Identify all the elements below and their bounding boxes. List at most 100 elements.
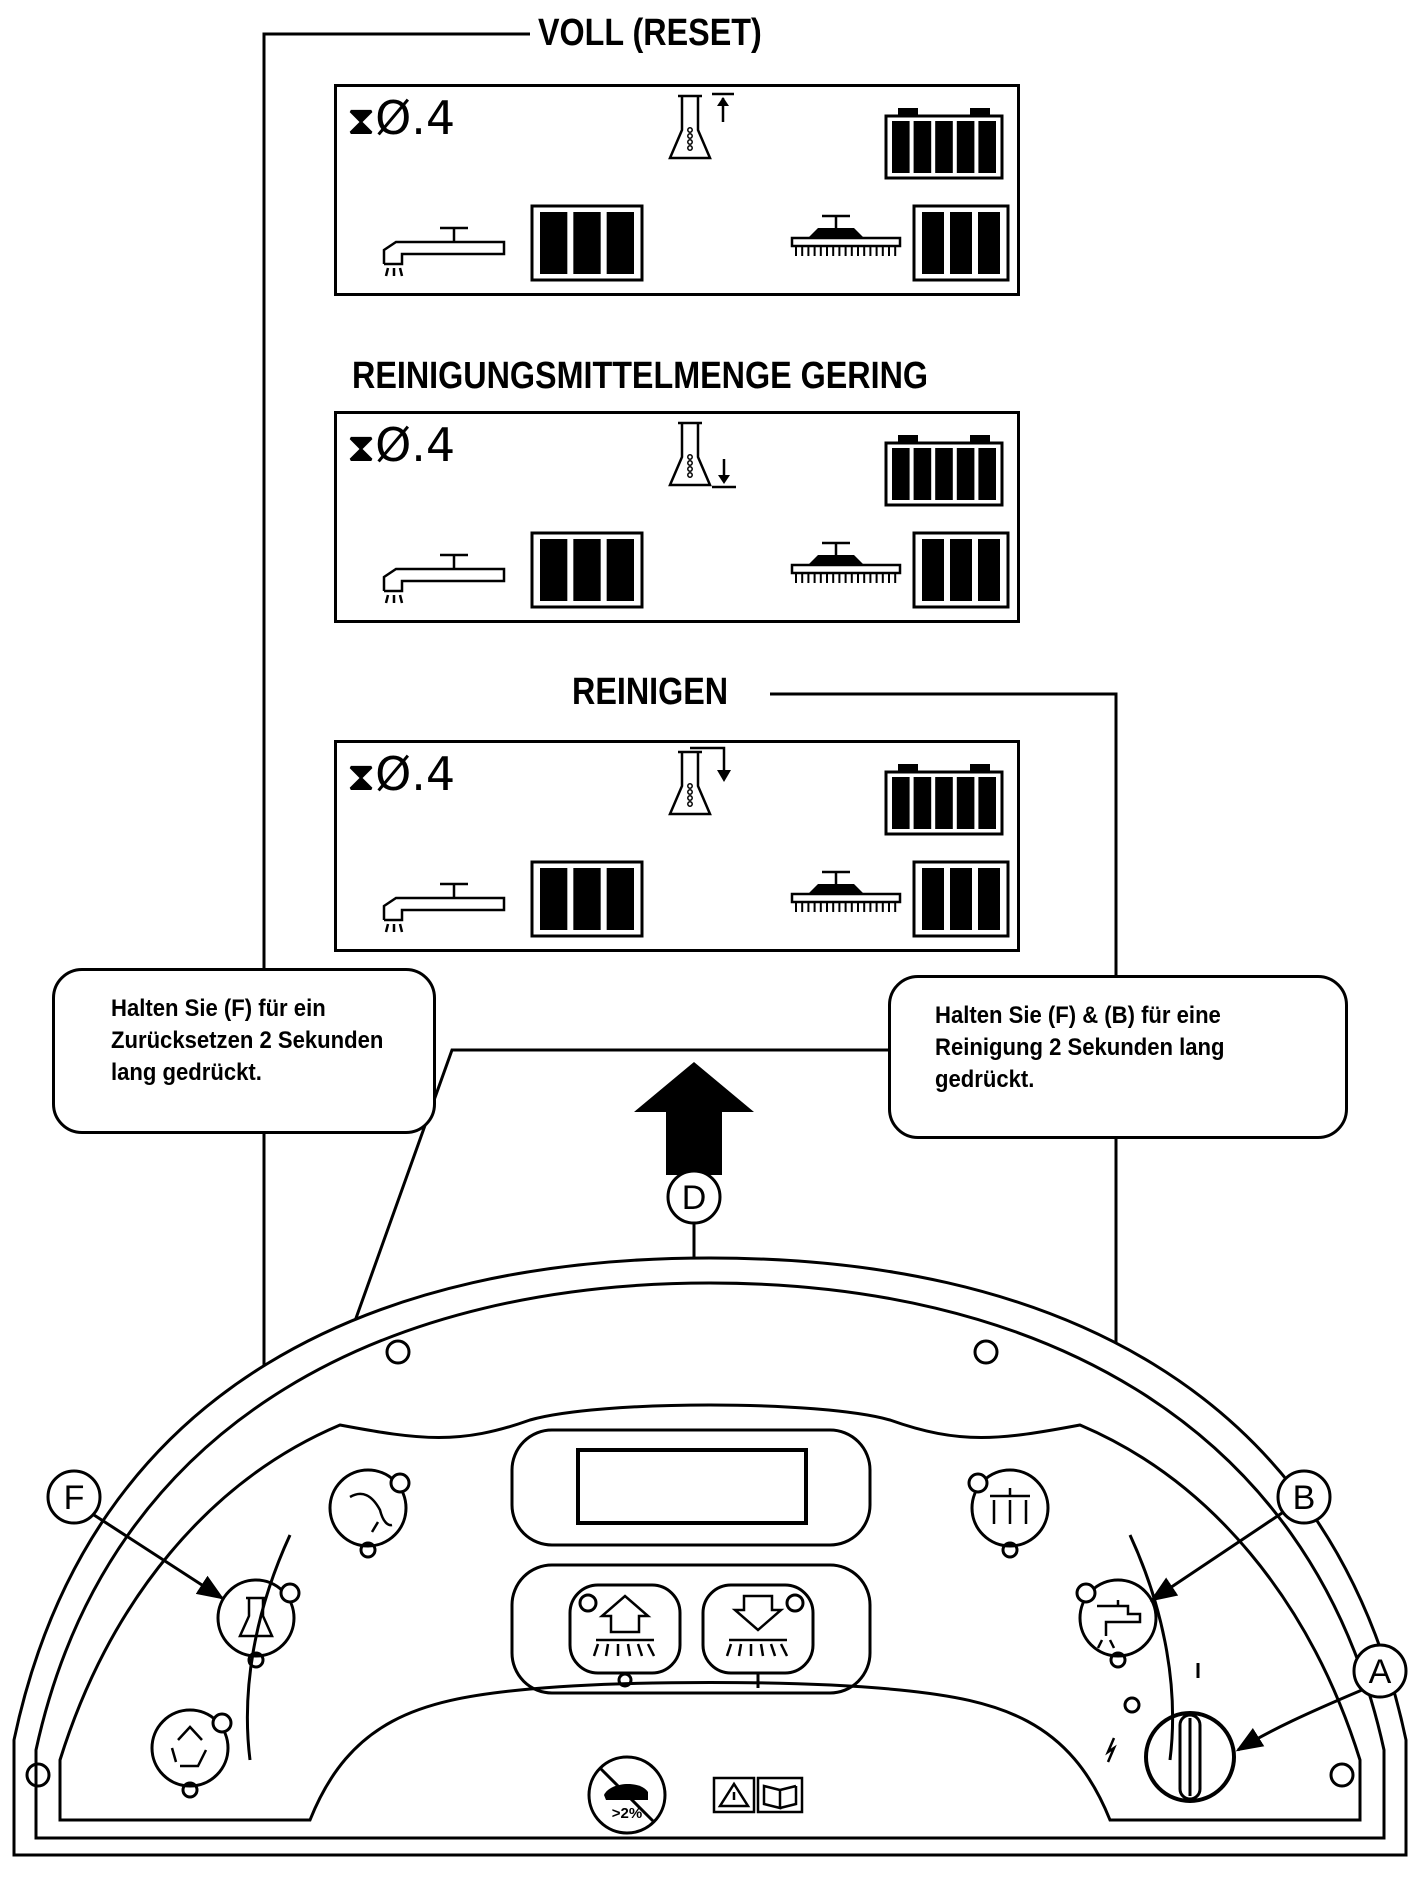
brush-bar bbox=[978, 868, 1000, 930]
battery-bar bbox=[892, 121, 910, 173]
battery-bar bbox=[935, 121, 953, 173]
brush-bristles bbox=[795, 246, 897, 256]
heading-low-detergent: REINIGUNGSMITTELMENGE GERING bbox=[352, 355, 929, 397]
detergent-bubble bbox=[687, 460, 693, 466]
detergent-bubble bbox=[687, 472, 693, 478]
brush-down-icon bbox=[725, 1594, 789, 1657]
brush-bristles bbox=[795, 902, 897, 912]
water-faucet-icon bbox=[382, 226, 506, 277]
detergent-bubble bbox=[687, 145, 693, 151]
elapsed-time: ⧗Ø.4 bbox=[347, 747, 456, 801]
label-b-circle bbox=[1276, 1469, 1332, 1525]
no-slope-icon bbox=[587, 1755, 667, 1835]
squeegee-icon bbox=[349, 1492, 393, 1533]
elapsed-time: ⧗Ø.4 bbox=[347, 418, 456, 472]
water-bar bbox=[606, 212, 634, 274]
battery-terminal bbox=[970, 108, 990, 116]
label-a-circle bbox=[1352, 1643, 1408, 1699]
elapsed-time: ⧗Ø.4 bbox=[347, 91, 456, 145]
battery-bar bbox=[978, 121, 996, 173]
label-a: A bbox=[1369, 1653, 1392, 1691]
detergent-flask-icon bbox=[668, 421, 712, 487]
brush-bar bbox=[922, 212, 944, 274]
water-bar bbox=[573, 212, 601, 274]
water-bar bbox=[540, 539, 568, 601]
brush-bar bbox=[950, 212, 972, 274]
callout-purge: Halten Sie (F) & (B) für eine Reinigung … bbox=[888, 975, 1348, 1139]
battery-terminal bbox=[970, 435, 990, 443]
no-slope-label: >2% bbox=[612, 1805, 642, 1822]
detergent-low-arrow bbox=[718, 475, 730, 484]
battery-bar bbox=[978, 448, 996, 500]
battery-bar bbox=[956, 448, 975, 500]
heading-purge: REINIGEN bbox=[572, 671, 729, 713]
brush-deck-icon bbox=[822, 541, 850, 555]
battery-bar bbox=[913, 121, 932, 173]
key-switch-icon bbox=[1105, 1737, 1117, 1763]
warning-manual-icon bbox=[712, 1776, 756, 1814]
recycle-icon bbox=[170, 1725, 208, 1768]
battery-bar bbox=[913, 448, 932, 500]
brush-head bbox=[808, 555, 864, 565]
hourglass-icon: ⧗ bbox=[347, 425, 376, 471]
battery-bar bbox=[892, 777, 910, 829]
panel-buttons bbox=[150, 1468, 1236, 1803]
battery-bar bbox=[956, 121, 975, 173]
water-flow-icon bbox=[990, 1488, 1030, 1524]
callout-reset: Halten Sie (F) für ein Zurücksetzen 2 Se… bbox=[52, 968, 436, 1134]
brush-plate bbox=[790, 563, 902, 575]
water-bar bbox=[606, 868, 634, 930]
brush-bar bbox=[978, 539, 1000, 601]
water-bar bbox=[573, 868, 601, 930]
detergent-flask-icon bbox=[668, 94, 712, 160]
battery-bar bbox=[978, 777, 996, 829]
water-faucet-icon bbox=[382, 553, 506, 604]
brush-bar bbox=[978, 212, 1000, 274]
detergent-flask-icon bbox=[238, 1596, 274, 1638]
detergent-purge-indicator bbox=[690, 746, 726, 776]
hourglass-icon: ⧗ bbox=[347, 754, 376, 800]
water-bar bbox=[540, 212, 568, 274]
battery-bar bbox=[892, 448, 910, 500]
label-d: D bbox=[682, 1179, 707, 1217]
display-panel-purge: ⧗Ø.4 bbox=[334, 740, 1020, 952]
water-bar bbox=[573, 539, 601, 601]
detergent-bubble bbox=[687, 139, 693, 145]
big-up-arrow bbox=[634, 1062, 754, 1175]
brush-head bbox=[808, 228, 864, 238]
brush-deck-icon bbox=[822, 214, 850, 228]
water-faucet-icon bbox=[1096, 1600, 1142, 1649]
hourglass-icon: ⧗ bbox=[347, 98, 376, 144]
detergent-full-arrow bbox=[717, 97, 729, 106]
label-b: B bbox=[1293, 1479, 1316, 1517]
detergent-bubble bbox=[687, 127, 693, 133]
detergent-bubble bbox=[687, 789, 693, 795]
detergent-bubble bbox=[687, 801, 693, 807]
battery-terminal bbox=[898, 764, 918, 772]
water-bar bbox=[606, 539, 634, 601]
brush-bar bbox=[950, 868, 972, 930]
battery-bar bbox=[935, 777, 953, 829]
battery-bar bbox=[935, 448, 953, 500]
detergent-bubble bbox=[687, 454, 693, 460]
brush-deck-icon bbox=[822, 870, 850, 884]
label-f-circle bbox=[46, 1469, 102, 1525]
detergent-bubble bbox=[687, 783, 693, 789]
battery-terminal bbox=[970, 764, 990, 772]
brush-bar bbox=[950, 539, 972, 601]
brush-bar bbox=[922, 868, 944, 930]
brush-head bbox=[808, 884, 864, 894]
brush-bristles bbox=[795, 573, 897, 583]
battery-terminal bbox=[898, 108, 918, 116]
detergent-bubble bbox=[687, 133, 693, 139]
battery-bar bbox=[913, 777, 932, 829]
brush-bar bbox=[922, 539, 944, 601]
battery-bar bbox=[956, 777, 975, 829]
water-bar bbox=[540, 868, 568, 930]
detergent-bubble bbox=[687, 795, 693, 801]
heading-full-reset: VOLL (RESET) bbox=[538, 12, 762, 54]
label-f: F bbox=[64, 1479, 85, 1517]
brush-up-icon bbox=[592, 1594, 656, 1657]
detergent-flask-icon bbox=[668, 750, 712, 816]
detergent-bubble bbox=[687, 466, 693, 472]
